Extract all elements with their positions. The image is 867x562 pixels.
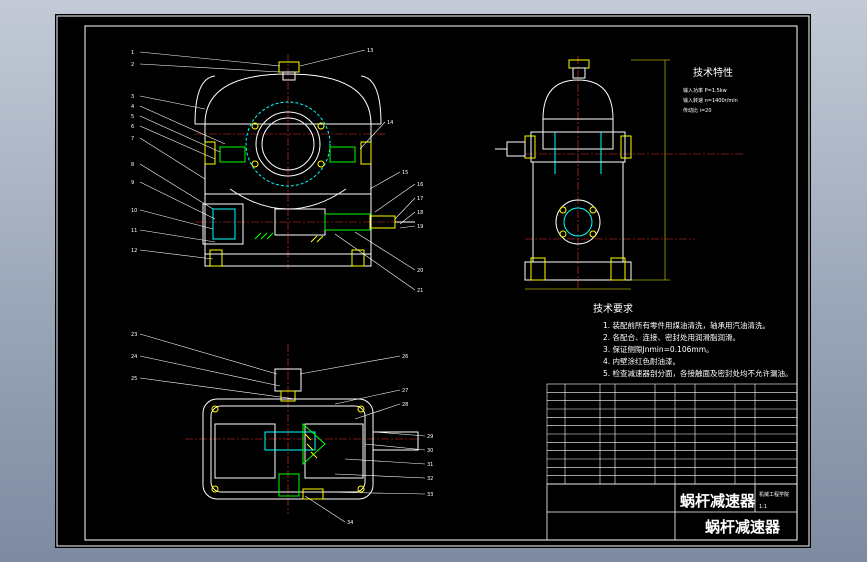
tech-char-title: 技术特性 bbox=[693, 66, 733, 79]
front-view-labels: 1 2 3 4 5 6 7 8 9 10 11 12 13 14 15 16 1… bbox=[131, 48, 423, 294]
label: 23 bbox=[131, 332, 137, 338]
label: 11 bbox=[131, 228, 137, 234]
requirement-item: 5. 检查减速器剖分面，各接触面及密封处均不允许漏油。 bbox=[603, 368, 793, 378]
label: 32 bbox=[427, 476, 433, 482]
label: 5 bbox=[131, 114, 134, 120]
label: 34 bbox=[347, 520, 353, 526]
front-view-leaders bbox=[139, 49, 416, 291]
label: 26 bbox=[402, 354, 408, 360]
label: 2 bbox=[131, 62, 134, 68]
title-block-name-2: 蜗杆减速器 bbox=[705, 518, 781, 536]
drawing-sheet: 1 2 3 4 5 6 7 8 9 10 11 12 13 14 15 16 1… bbox=[55, 14, 811, 548]
label: 13 bbox=[367, 48, 373, 54]
label: 30 bbox=[427, 448, 433, 454]
top-view-labels: 23 24 25 26 27 28 29 30 31 32 33 34 bbox=[131, 332, 433, 526]
requirement-item: 4. 内壁涂红色耐油漆。 bbox=[603, 356, 680, 366]
label: 14 bbox=[387, 120, 393, 126]
parts-list bbox=[546, 383, 798, 485]
label: 8 bbox=[131, 162, 134, 168]
tech-char-line: 传动比 i=20 bbox=[683, 107, 712, 114]
tech-char-line: 输入功率 P=1.5kw bbox=[683, 87, 727, 94]
label: 9 bbox=[131, 180, 134, 186]
title-block bbox=[546, 483, 798, 541]
requirements-title: 技术要求 bbox=[593, 302, 633, 315]
side-view bbox=[495, 56, 745, 290]
label: 6 bbox=[131, 124, 134, 130]
label: 25 bbox=[131, 376, 137, 382]
label: 7 bbox=[131, 136, 134, 142]
label: 18 bbox=[417, 210, 423, 216]
inner-border bbox=[84, 25, 798, 541]
tech-characteristics: 技术特性 输入功率 P=1.5kw 输入转速 n=1400r/min 传动比 i… bbox=[683, 66, 738, 114]
title-block-scale: 1:1 bbox=[759, 504, 767, 510]
label: 33 bbox=[427, 492, 433, 498]
requirement-item: 1. 装配前所有零件用煤油清洗，轴承用汽油清洗。 bbox=[603, 320, 770, 330]
label: 12 bbox=[131, 248, 137, 254]
label: 29 bbox=[427, 434, 433, 440]
requirement-item: 2. 各配合、连接、密封处用润滑脂润滑。 bbox=[603, 332, 740, 342]
label: 1 bbox=[131, 50, 134, 56]
cad-drawing: 1 2 3 4 5 6 7 8 9 10 11 12 13 14 15 16 1… bbox=[56, 15, 810, 547]
outer-border bbox=[56, 15, 810, 547]
label: 4 bbox=[131, 104, 134, 110]
label: 24 bbox=[131, 354, 137, 360]
label: 15 bbox=[402, 170, 408, 176]
label: 16 bbox=[417, 182, 423, 188]
title-block-name: 蜗杆减速器 bbox=[680, 492, 756, 510]
top-view-leaders bbox=[139, 333, 426, 523]
top-view bbox=[185, 344, 420, 514]
tech-char-line: 输入转速 n=1400r/min bbox=[683, 97, 738, 104]
label: 27 bbox=[402, 388, 408, 394]
label: 19 bbox=[417, 224, 423, 230]
label: 10 bbox=[131, 208, 137, 214]
label: 20 bbox=[417, 268, 423, 274]
label: 21 bbox=[417, 288, 423, 294]
label: 31 bbox=[427, 462, 433, 468]
front-view bbox=[194, 54, 415, 269]
label: 17 bbox=[417, 196, 423, 202]
label: 28 bbox=[402, 402, 408, 408]
requirement-item: 3. 保证侧隙Jnmin=0.106mm。 bbox=[603, 344, 714, 354]
technical-requirements: 技术要求 1. 装配前所有零件用煤油清洗，轴承用汽油清洗。 2. 各配合、连接、… bbox=[593, 302, 793, 378]
title-block-school: 机械工程学院 bbox=[759, 491, 789, 498]
label: 3 bbox=[131, 94, 134, 100]
